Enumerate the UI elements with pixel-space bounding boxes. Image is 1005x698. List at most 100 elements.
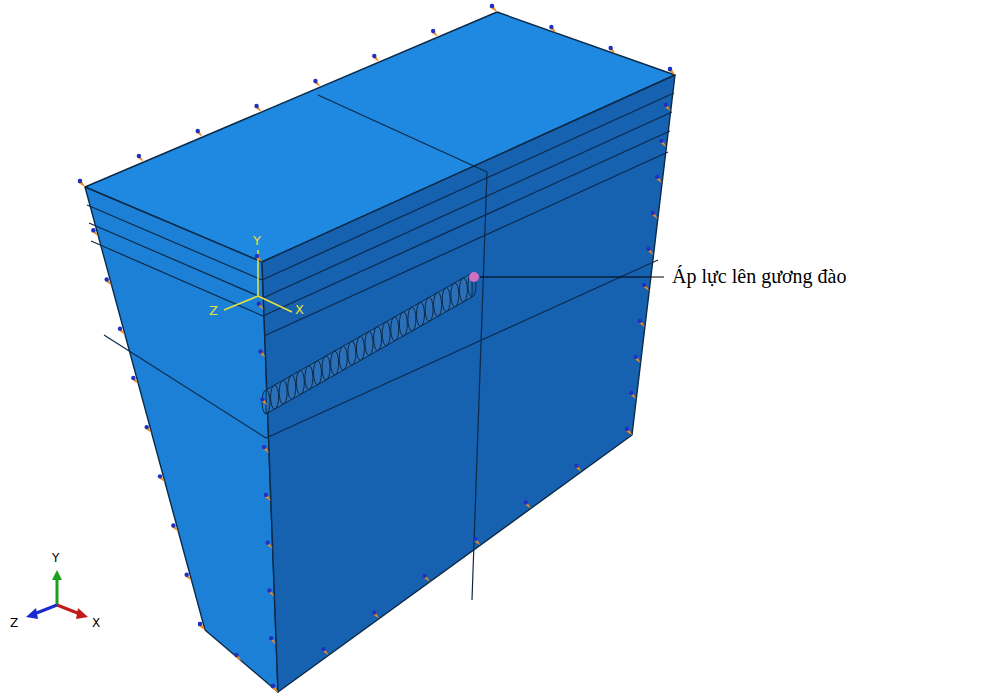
bc-marker	[608, 46, 615, 54]
arrow-y	[52, 570, 62, 580]
bc-marker	[659, 139, 666, 147]
bc-marker	[184, 573, 191, 581]
layer-line	[91, 241, 263, 316]
lining-ring	[279, 380, 287, 404]
boundary-conditions	[78, 4, 675, 692]
lining-ring	[322, 356, 330, 380]
bc-dot	[171, 523, 175, 527]
bc-dot	[655, 175, 659, 179]
bc-dot	[137, 154, 141, 158]
axis-x	[258, 296, 292, 312]
bc-marker	[625, 427, 632, 435]
bc-dot	[668, 67, 672, 71]
bc-marker	[234, 653, 241, 661]
bc-dot	[625, 427, 629, 431]
bc-marker	[664, 103, 671, 111]
pressure-marker	[469, 272, 479, 282]
bc-marker	[646, 247, 653, 255]
soil-block	[85, 12, 675, 692]
axis-label: Z	[10, 617, 18, 630]
bc-dot	[198, 622, 202, 626]
lining-ring	[305, 366, 313, 390]
front-face	[262, 75, 675, 692]
lining-ring	[417, 302, 425, 326]
bc-marker	[490, 4, 497, 12]
lining-ring	[382, 322, 390, 346]
bc-dot	[608, 46, 612, 50]
lining-ring	[399, 312, 407, 336]
arrow-z	[26, 608, 38, 619]
bc-dot	[78, 179, 82, 183]
bc-dot	[490, 4, 494, 8]
bc-dot	[659, 139, 663, 143]
bc-dot	[267, 588, 271, 592]
tunnel-body	[266, 273, 472, 414]
bc-dot	[524, 500, 528, 504]
bc-dot	[629, 391, 633, 395]
bc-marker	[91, 228, 98, 236]
bc-dot	[668, 67, 672, 71]
layer-line	[87, 205, 262, 280]
lining-ring	[296, 371, 304, 395]
partition-line	[318, 95, 487, 172]
lining-ring	[442, 288, 450, 312]
bc-dot	[258, 349, 262, 353]
bc-dot	[473, 537, 477, 541]
bc-marker	[271, 684, 278, 692]
bc-marker	[655, 175, 662, 183]
layer-line	[264, 152, 668, 336]
bc-dot	[271, 684, 275, 688]
bc-marker	[668, 67, 675, 75]
layer-line	[89, 223, 263, 298]
bc-marker	[78, 179, 85, 187]
bc-dot	[254, 104, 258, 108]
bc-dot	[234, 653, 238, 657]
lining-ring	[408, 307, 416, 331]
bc-marker	[171, 523, 178, 531]
bc-marker	[313, 79, 320, 87]
bc-dot	[664, 103, 668, 107]
bc-dot	[372, 610, 376, 614]
bc-marker	[196, 129, 203, 137]
axis-label: Y	[253, 234, 261, 248]
lining-ring	[262, 390, 270, 414]
bc-marker	[372, 610, 379, 618]
axis-x	[57, 605, 80, 614]
bc-dot	[257, 302, 261, 306]
lining-ring	[365, 332, 373, 356]
bc-marker	[638, 319, 645, 327]
bc-marker	[118, 326, 125, 334]
bc-marker	[144, 425, 151, 433]
bc-marker	[423, 574, 430, 582]
lining-ring	[271, 385, 279, 409]
bc-marker	[137, 154, 144, 162]
bc-dot	[196, 129, 200, 133]
arrow-x	[76, 608, 88, 619]
bc-marker	[260, 397, 267, 405]
bc-dot	[271, 684, 275, 688]
bc-dot	[574, 464, 578, 468]
lining-ring	[391, 317, 399, 341]
bc-marker	[633, 355, 640, 363]
bc-dot	[255, 254, 259, 258]
axis-z	[34, 605, 57, 614]
bc-dot	[264, 493, 268, 497]
bc-marker	[321, 647, 328, 655]
layer-lines	[87, 93, 674, 600]
bc-dot	[91, 228, 95, 232]
bc-dot	[423, 574, 427, 578]
lining-ring	[356, 336, 364, 360]
bc-dot	[184, 573, 188, 577]
bc-marker	[264, 493, 271, 501]
lining-ring	[374, 327, 382, 351]
lining-ring	[425, 297, 433, 321]
bc-dot	[633, 355, 637, 359]
bc-marker	[78, 179, 85, 187]
bc-marker	[271, 684, 278, 692]
partition-line	[472, 172, 487, 600]
bc-dot	[158, 474, 162, 478]
bc-marker	[267, 588, 274, 596]
bc-marker	[549, 25, 556, 33]
bc-dot	[198, 622, 202, 626]
